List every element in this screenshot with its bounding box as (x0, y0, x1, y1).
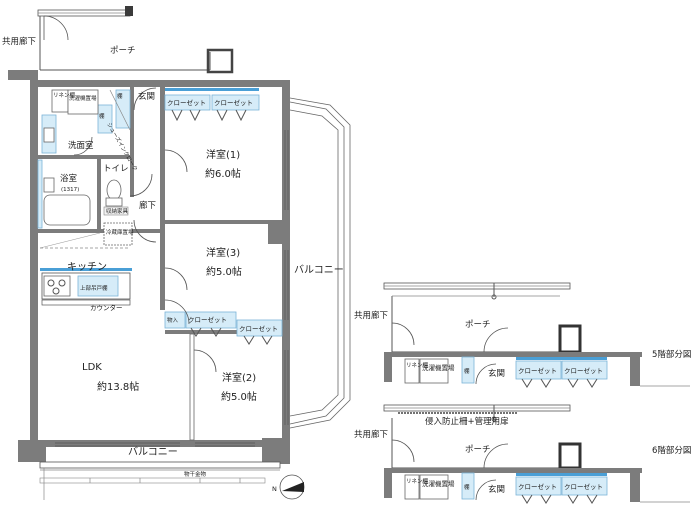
north-wall (38, 80, 288, 87)
closet-room2 (236, 319, 283, 337)
p6-label-entrance: 玄関 (488, 484, 505, 495)
label-toilet: トイレ (103, 164, 129, 174)
p6-label-laundry: 洗濯機置場 (422, 479, 455, 488)
label-storage-small: 物入 (167, 316, 179, 324)
sliding-partition (189, 333, 195, 441)
laundry-box (67, 89, 99, 115)
p6-label-closet-b: クローゼット (564, 482, 603, 491)
shoe-closet-shelf (115, 89, 131, 129)
label-balcony-side: バルコニー (294, 264, 344, 276)
label-bath: 浴室 (60, 173, 78, 184)
top-pillar (125, 6, 133, 16)
p5-label-linen: リネン棚 (406, 361, 429, 369)
bath-toilet-wall (97, 159, 101, 229)
partial-plan-6f: 共用廊下 侵入防止柵+管理用扉 ポーチ 玄関 リネン棚 洗濯機置場 棚 クローゼ… (354, 404, 691, 504)
p5-label-entrance: 玄関 (488, 368, 505, 379)
compass: N (272, 474, 305, 500)
label-western1: 洋室(1) (206, 148, 240, 161)
p5-label-laundry: 洗濯機置場 (422, 363, 455, 372)
toilet-fixture (106, 179, 122, 201)
label-balcony-bottom: バルコニー (128, 446, 178, 458)
label-hallway: 廊下 (139, 200, 157, 211)
label-laundry: 洗濯機置場 (69, 94, 97, 102)
p6-label-gate: 侵入防止柵+管理用扉 (425, 416, 509, 427)
p6-label-corridor: 共用廊下 (354, 429, 389, 440)
label-porch: ポーチ (110, 46, 136, 56)
label-fridge: 冷蔵庫置場 (106, 228, 134, 236)
room1-south-wall (165, 220, 282, 224)
label-bath-size: (1317) (61, 187, 79, 193)
p5-label-porch: ポーチ (465, 320, 491, 330)
label-washroom: 洗面室 (68, 140, 94, 151)
hall-west-wall (130, 87, 134, 197)
label-closet-b: クローゼット (214, 98, 253, 107)
wash-south-wall (38, 155, 130, 159)
label-storage: 収納家具 (106, 207, 129, 215)
label-corridor: 共用廊下 (2, 36, 37, 47)
label-entrance: 玄関 (138, 91, 155, 102)
porch-column (206, 48, 234, 74)
closet-room1-a (164, 94, 211, 111)
p6-label-closet-a: クローゼット (518, 482, 557, 491)
p5-label-corridor: 共用廊下 (354, 310, 389, 321)
p6-label-linen: リネン棚 (406, 477, 429, 485)
label-ldk-size: 約13.8帖 (97, 380, 139, 393)
label-western2: 洋室(2) (222, 371, 256, 384)
label-shelf-b: 棚 (99, 112, 105, 120)
p5-label-closet-a: クローゼット (518, 366, 557, 375)
label-upper-cabinet: 上部吊戸棚 (80, 284, 108, 292)
label-counter: カウンター (90, 303, 123, 312)
p5-label-closet-b: クローゼット (564, 366, 603, 375)
label-western2-size: 約5.0帖 (221, 390, 257, 403)
closet-room1-b (211, 94, 260, 111)
fridge-space (103, 222, 133, 246)
p6-label-shelf: 棚 (464, 483, 470, 491)
bottom-balcony-rail (39, 461, 281, 469)
label-western1-size: 約6.0帖 (205, 167, 241, 180)
wall-stub-se (262, 438, 290, 464)
label-linen-shelf: リネン棚 (53, 91, 76, 99)
label-kitchen: キッチン (67, 261, 107, 273)
label-closet-d: クローゼット (239, 324, 278, 333)
kitchen-sink (77, 275, 119, 297)
room-divider-column (268, 222, 282, 244)
east-wall (282, 80, 290, 452)
shelf-box (97, 104, 113, 134)
storage-small (164, 311, 186, 329)
bath-south-wall (38, 229, 160, 233)
label-closet-a: クローゼット (167, 98, 206, 107)
label-western3-size: 約5.0帖 (206, 265, 242, 278)
bathtub (43, 194, 91, 226)
wall-stub-nw (8, 70, 38, 80)
hall-east-wall (160, 87, 165, 310)
stove (43, 275, 71, 297)
room3-south-wall (165, 330, 282, 334)
side-balcony-outline (289, 97, 351, 429)
label-shelf-a: 棚 (117, 92, 123, 100)
compass-label: N (272, 485, 277, 493)
label-drying-rack: 物干金物 (184, 470, 207, 478)
south-wall (38, 440, 288, 447)
p5-label-shelf: 棚 (464, 367, 470, 375)
p5-caption: 5階部分図 (652, 349, 691, 360)
p6-caption: 6階部分図 (652, 445, 691, 456)
p6-label-porch: ポーチ (465, 445, 491, 455)
north-arrow-icon (282, 482, 304, 492)
main-floor-plan: 共用廊下 ポーチ 玄関 リネン棚 洗濯機置場 棚 棚 シューズインクローク クロ… (2, 6, 351, 500)
label-closet-c: クローゼット (188, 315, 227, 324)
label-ldk: LDK (82, 362, 102, 373)
west-wall (30, 70, 38, 450)
label-western3: 洋室(3) (206, 246, 240, 259)
partial-plan-5f: 共用廊下 ポーチ 玄関 リネン棚 洗濯機置場 棚 クローゼット クローゼット 5… (354, 282, 691, 388)
